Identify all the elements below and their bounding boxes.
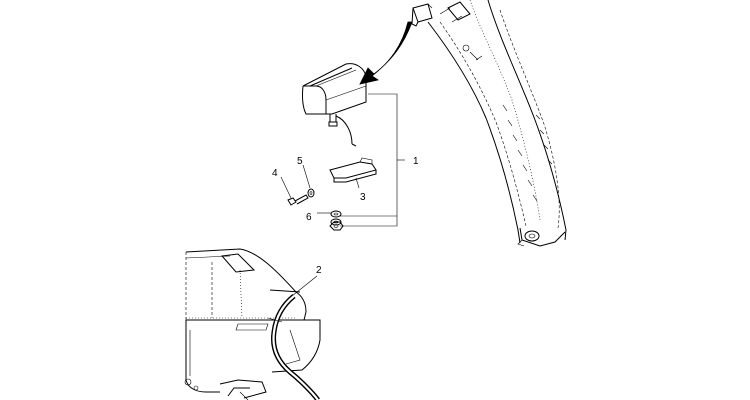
callout-3: 3 — [360, 192, 366, 203]
flat-washer-upper — [330, 210, 342, 218]
callout-6: 6 — [306, 212, 312, 223]
leader-lines — [280, 164, 360, 297]
wire-harness — [267, 294, 320, 400]
location-arrow — [359, 21, 413, 85]
bolt — [287, 194, 309, 206]
callout-2: 2 — [316, 265, 322, 276]
hex-nut — [329, 221, 344, 231]
mounting-bracket — [329, 157, 377, 183]
operator-cab — [184, 248, 321, 400]
callout-1-bracket — [340, 93, 405, 227]
lock-washer — [307, 188, 315, 198]
work-light — [301, 63, 367, 147]
boom-arm — [427, 0, 567, 247]
callout-5: 5 — [297, 156, 303, 167]
callout-1: 1 — [413, 156, 419, 167]
mounted-work-light — [411, 3, 433, 27]
callout-4: 4 — [272, 168, 278, 179]
